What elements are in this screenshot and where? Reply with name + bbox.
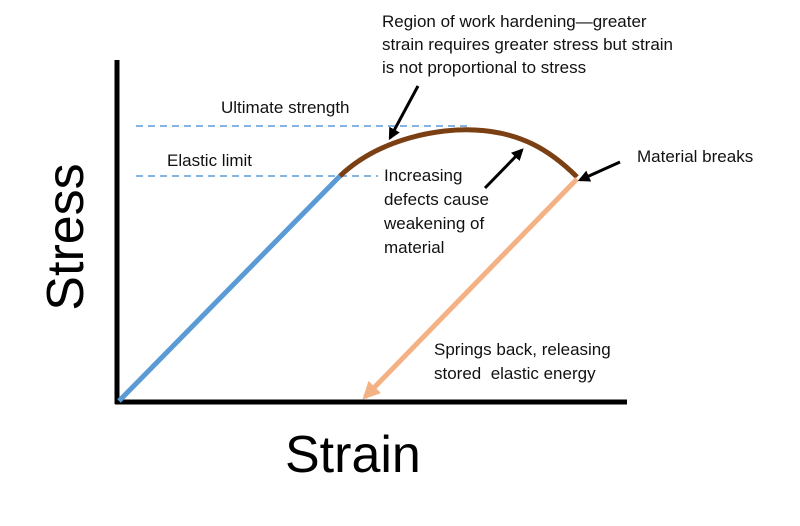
breaks-arrow (577, 160, 621, 182)
defects-arrow (483, 148, 524, 190)
work-hardening-arrow (388, 85, 420, 141)
springs-back-annotation: Springs back, releasing stored elastic e… (434, 340, 611, 383)
work-hardening-annotation: Region of work hardening—greater strain … (382, 12, 674, 77)
y-axis-title: Stress (37, 163, 95, 311)
plastic-curve (338, 127, 579, 179)
spring-back-arrow (362, 177, 579, 400)
defects-annotation: Increasing defects cause weakening of ma… (384, 166, 489, 257)
ultimate-strength-label: Ultimate strength (221, 98, 350, 117)
material-breaks-label: Material breaks (637, 147, 754, 166)
x-axis-title: Strain (285, 426, 421, 484)
elastic-line (117, 174, 342, 403)
elastic-limit-label: Elastic limit (167, 151, 253, 170)
